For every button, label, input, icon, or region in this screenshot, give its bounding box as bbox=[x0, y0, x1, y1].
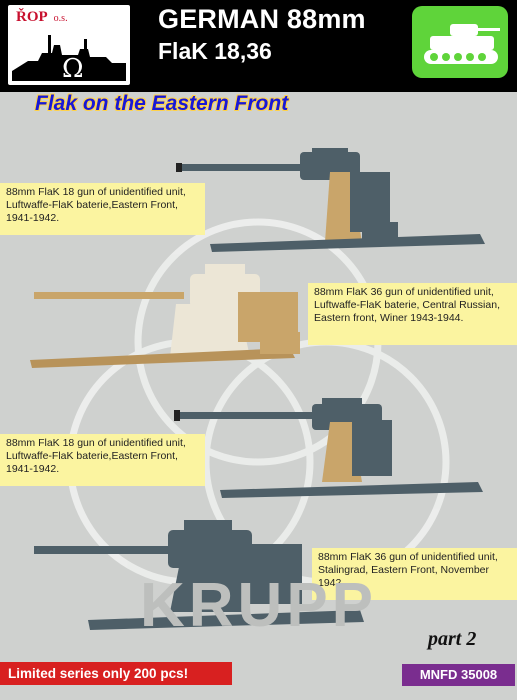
svg-text:Ω: Ω bbox=[62, 54, 84, 84]
caption-2: 88mm FlaK 36 gun of unidentified unit, L… bbox=[308, 283, 517, 345]
limited-series-badge: Limited series only 200 pcs! bbox=[0, 662, 232, 685]
caption-3: 88mm FlaK 18 gun of unidentified unit, L… bbox=[0, 434, 205, 486]
watermark: KRUPP bbox=[140, 571, 378, 640]
logo-sub: o.s. bbox=[53, 13, 68, 24]
subtitle: Flak on the Eastern Front bbox=[35, 92, 289, 115]
gun-2 bbox=[30, 264, 300, 368]
flak-gun-illustration bbox=[30, 148, 485, 630]
tank-icon bbox=[424, 24, 500, 64]
gun-3 bbox=[174, 398, 483, 498]
part-label: part 2 bbox=[428, 628, 477, 650]
product-code-badge: MNFD 35008 bbox=[402, 664, 515, 686]
tank-badge bbox=[412, 6, 508, 78]
caption-4: 88mm FlaK 36 gun of unidentified unit, S… bbox=[312, 548, 517, 600]
gun-4 bbox=[34, 520, 364, 630]
caption-1: 88mm FlaK 18 gun of unidentified unit, L… bbox=[0, 183, 205, 235]
ship-logo-icon: Ω bbox=[12, 35, 126, 84]
title-line-1: GERMAN 88mm bbox=[158, 4, 366, 34]
title-line-2: FlaK 18,36 bbox=[158, 38, 272, 64]
gun-1 bbox=[176, 148, 485, 252]
